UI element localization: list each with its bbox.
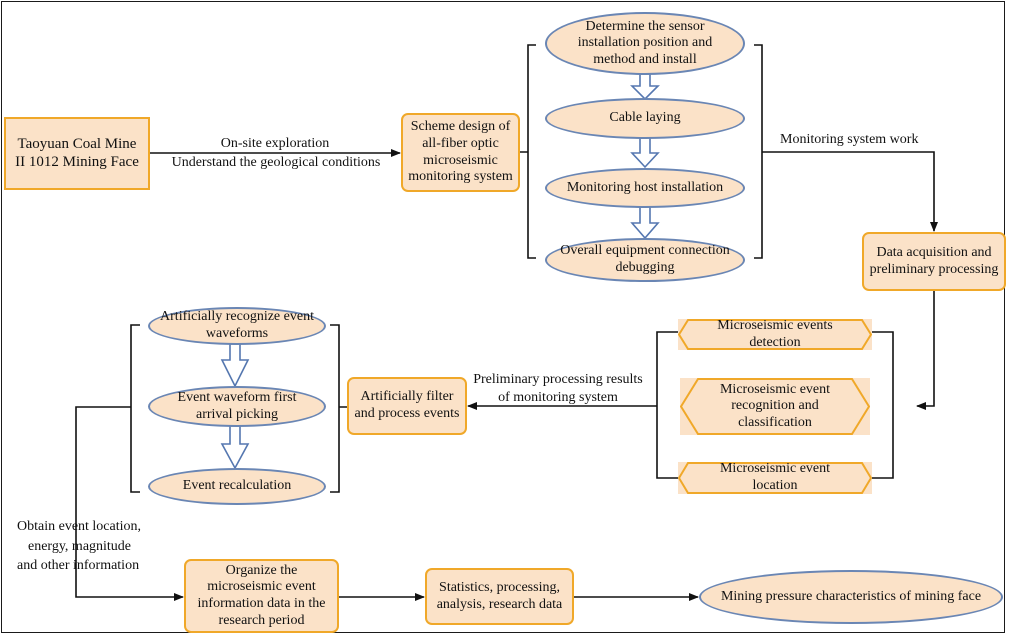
hollow-arrow-5 — [220, 425, 250, 470]
location-label: Microseismic event location — [719, 461, 831, 493]
detection-label: Microseismic events detection — [717, 317, 833, 350]
hollow-arrow-1 — [630, 73, 660, 101]
brace-install-right — [754, 44, 934, 259]
cable-ellipse: Cable laying — [545, 98, 745, 139]
acquisition-box: Data acquisition and preliminary process… — [862, 232, 1006, 291]
brace-waveform-right — [330, 324, 347, 493]
label-monitoring-work: Monitoring system work — [780, 132, 919, 147]
hexagon-shape — [678, 319, 872, 350]
detection-hexagon: Microseismic events detection — [678, 317, 872, 350]
hexagon-shape — [680, 378, 870, 435]
host-ellipse: Monitoring host installation — [545, 168, 745, 208]
statistics-box: Statistics, processing, analysis, resear… — [425, 568, 574, 625]
label-obtain-energy: energy, magnitude — [28, 539, 132, 554]
first-arrival-ellipse: Event waveform first arrival picking — [148, 386, 326, 427]
hexagon-shape — [678, 462, 872, 494]
label-geological-conditions: Understand the geological conditions — [171, 155, 381, 170]
label-obtain-location: Obtain event location, — [17, 519, 142, 534]
label-obtain-other: and other information — [17, 558, 140, 573]
scheme-box: Scheme design of all-fiber optic microse… — [401, 113, 520, 192]
determine-ellipse: Determine the sensor installation positi… — [545, 12, 745, 75]
location-hexagon: Microseismic event location — [678, 461, 872, 494]
brace-install-left — [520, 44, 536, 259]
characteristics-ellipse: Mining pressure characteristics of minin… — [699, 570, 1003, 624]
overall-ellipse: Overall equipment connection debugging — [545, 238, 745, 282]
bracket-processing-group — [656, 331, 894, 479]
recognize-wave-ellipse: Artificially recognize event waveforms — [148, 307, 326, 345]
label-of-monitoring-system: of monitoring system — [498, 390, 618, 405]
hollow-arrow-4 — [220, 343, 250, 388]
organize-box: Organize the microseismic event informat… — [184, 559, 339, 633]
arrow-acquisition-to-processing — [916, 290, 935, 410]
taoyuan-box: Taoyuan Coal Mine II 1012 Mining Face — [4, 117, 150, 190]
filter-box: Artificially filter and process events — [347, 377, 467, 435]
hollow-arrow-2 — [630, 137, 660, 169]
recognition-label: Microseismic event recognition and class… — [719, 381, 831, 430]
label-preliminary-results: Preliminary processing results — [473, 372, 643, 387]
hollow-arrow-3 — [630, 205, 660, 240]
label-onsite-exploration: On-site exploration — [220, 136, 330, 151]
recalc-ellipse: Event recalculation — [148, 468, 326, 505]
recognition-hexagon: Microseismic event recognition and class… — [680, 378, 870, 435]
arrow-waveform-to-organize — [75, 406, 184, 601]
brace-waveform-left — [130, 324, 140, 493]
